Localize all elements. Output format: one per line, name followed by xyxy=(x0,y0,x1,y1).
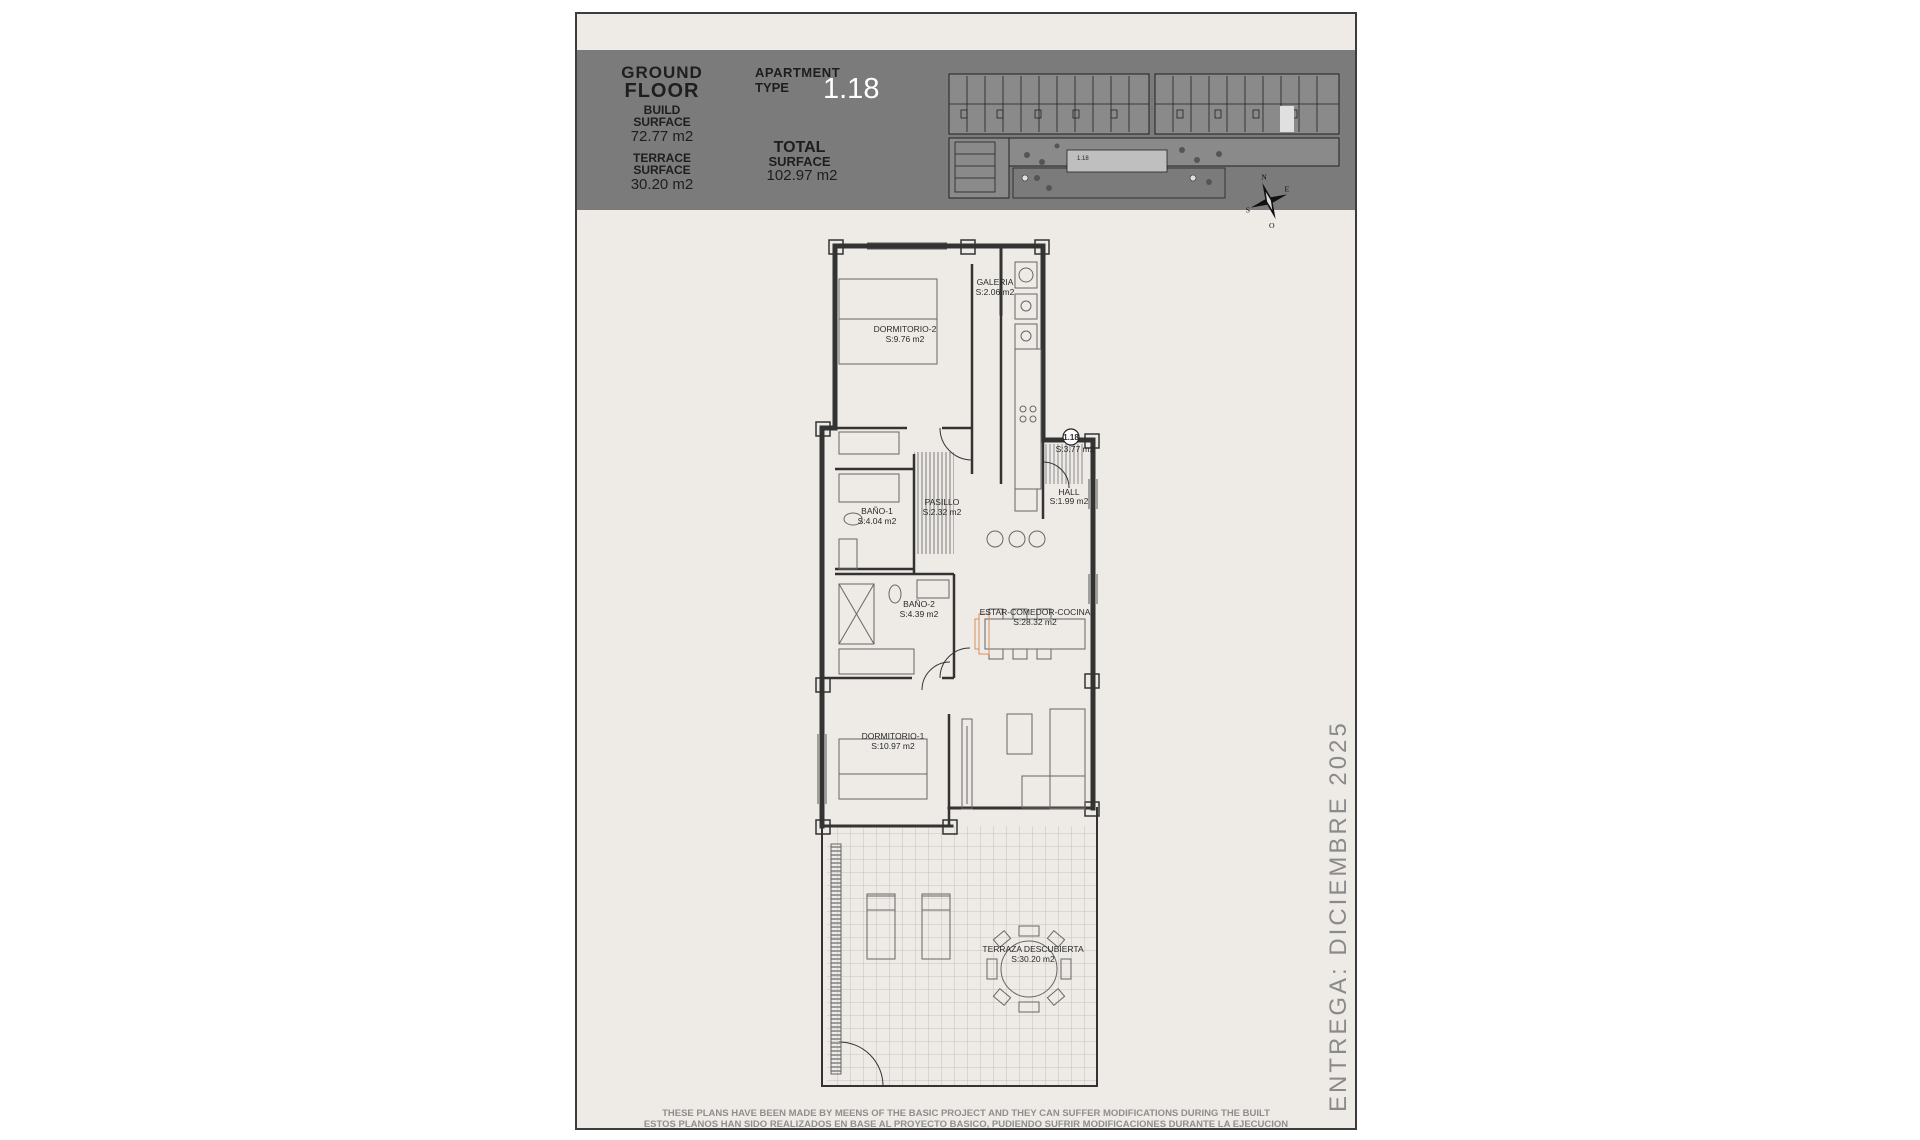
disclaimer-en: THESE PLANS HAVE BEEN MADE BY MEENS OF T… xyxy=(662,1108,1270,1119)
galeria-name: GALERIA xyxy=(977,277,1014,287)
delivery-date-label: ENTREGA: DICIEMBRE 2025 xyxy=(1325,720,1352,1112)
site-plan-highlight xyxy=(1280,106,1294,132)
terraza-name: TERRAZA DESCUBIERTA xyxy=(982,944,1084,954)
terrace-surface-line1: TERRACE xyxy=(632,151,691,165)
estar-name: ESTAR-COMEDOR-COCINA xyxy=(980,607,1091,617)
build-surface-line2: SURFACE xyxy=(633,115,691,129)
total-line2: SURFACE xyxy=(768,154,831,169)
floor-plan-sheet: GALERIA S:2.06 m2 DORMITORIO-2 S:9.76 m2… xyxy=(575,12,1357,1130)
dorm2-name: DORMITORIO-2 xyxy=(874,324,937,334)
total-surface-value: 102.97 m2 xyxy=(766,167,838,184)
estar-area: S:28.32 m2 xyxy=(1013,617,1057,627)
compass-o: O xyxy=(1269,221,1275,230)
compass-e: E xyxy=(1284,184,1289,193)
site-plan-unit-label: 1.18 xyxy=(1077,156,1089,162)
compass-s: S xyxy=(1246,206,1250,215)
total-line1: TOTAL xyxy=(773,139,826,156)
apartment-line2: TYPE xyxy=(755,80,789,95)
floor-plan-drawing: GALERIA S:2.06 m2 DORMITORIO-2 S:9.76 m2… xyxy=(815,239,1100,1087)
header-band: GROUND FLOOR BUILD SURFACE 72.77 m2 TERR… xyxy=(577,50,1355,230)
planter-strip xyxy=(830,843,842,1075)
outer-wall xyxy=(819,243,838,829)
site-plan-thumbnail: 1.18 xyxy=(948,73,1340,199)
hall-floor xyxy=(1043,444,1083,484)
hall-area: S:1.99 m2 xyxy=(1050,496,1089,506)
terrace-surface-value: 30.20 m2 xyxy=(630,176,694,193)
floor-title-line1: GROUND xyxy=(621,63,703,82)
bano1-name: BAÑO-1 xyxy=(861,506,893,516)
unit-tag: 1.18 xyxy=(1063,433,1079,442)
dorm2-area: S:9.76 m2 xyxy=(886,334,925,344)
bano2-name: BAÑO-2 xyxy=(903,599,935,609)
terrace-floor xyxy=(827,826,1097,1086)
galeria-area: S:2.06 m2 xyxy=(976,287,1015,297)
pasillo-name: PASILLO xyxy=(925,497,960,507)
terrace-boundary xyxy=(821,807,1098,1087)
dorm1-name: DORMITORIO-1 xyxy=(862,731,925,741)
build-surface-line1: BUILD xyxy=(643,103,681,117)
hall-name: HALL xyxy=(1058,487,1080,497)
apartment-type-value: 1.18 xyxy=(823,73,880,105)
bano2-area: S:4.39 m2 xyxy=(900,609,939,619)
apartment-line1: APARTMENT xyxy=(755,65,841,80)
compass-n: N xyxy=(1261,173,1267,182)
entry-area: S:3.77 m2 xyxy=(1056,444,1095,454)
terraza-area: S:30.20 m2 xyxy=(1011,954,1055,964)
floor-title-line2: FLOOR xyxy=(624,80,700,102)
disclaimer-es: ESTOS PLANOS HAN SIDO REALIZADOS EN BASE… xyxy=(643,1119,1289,1130)
pasillo-area: S:2.32 m2 xyxy=(923,507,962,517)
terrace-surface-line2: SURFACE xyxy=(633,163,691,177)
build-surface-value: 72.77 m2 xyxy=(630,128,694,145)
bano1-area: S:4.04 m2 xyxy=(858,516,897,526)
compass-rose: N E S O xyxy=(1246,173,1290,230)
pasillo-floor xyxy=(914,452,954,554)
dorm1-area: S:10.97 m2 xyxy=(871,741,915,751)
